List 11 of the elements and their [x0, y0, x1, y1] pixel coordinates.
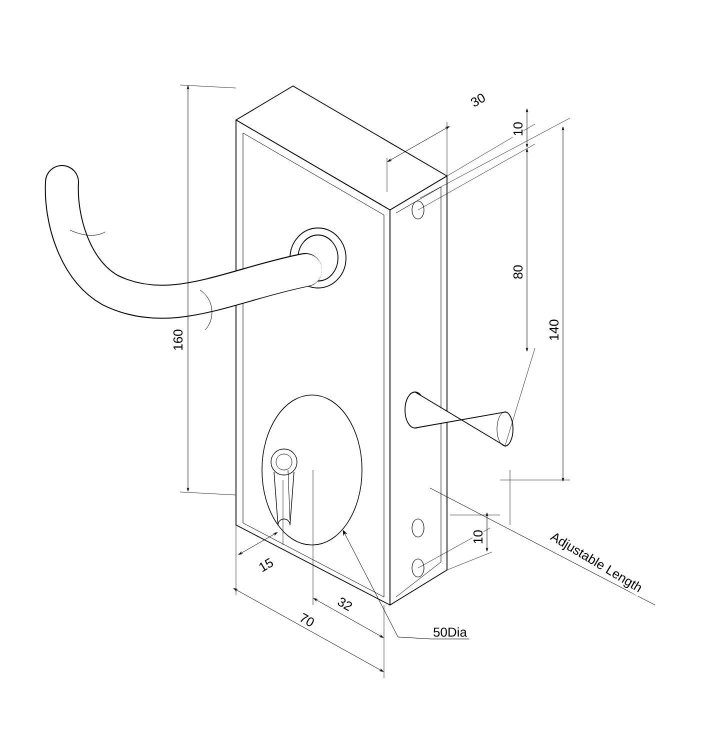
dimension-label: 160 [172, 328, 184, 352]
callout-text: 50Dia [430, 627, 470, 640]
dimension-label: 70 [297, 611, 317, 629]
dimension-label: 32 [335, 595, 355, 613]
dimension-label: 10 [472, 528, 484, 546]
dimension-label: 10 [512, 120, 524, 138]
dimension-label: 140 [548, 318, 560, 342]
dimension-label: 80 [512, 264, 524, 280]
dimension-label: 15 [256, 556, 276, 574]
dimension-label: 30 [468, 91, 488, 109]
leader-line [342, 530, 432, 640]
